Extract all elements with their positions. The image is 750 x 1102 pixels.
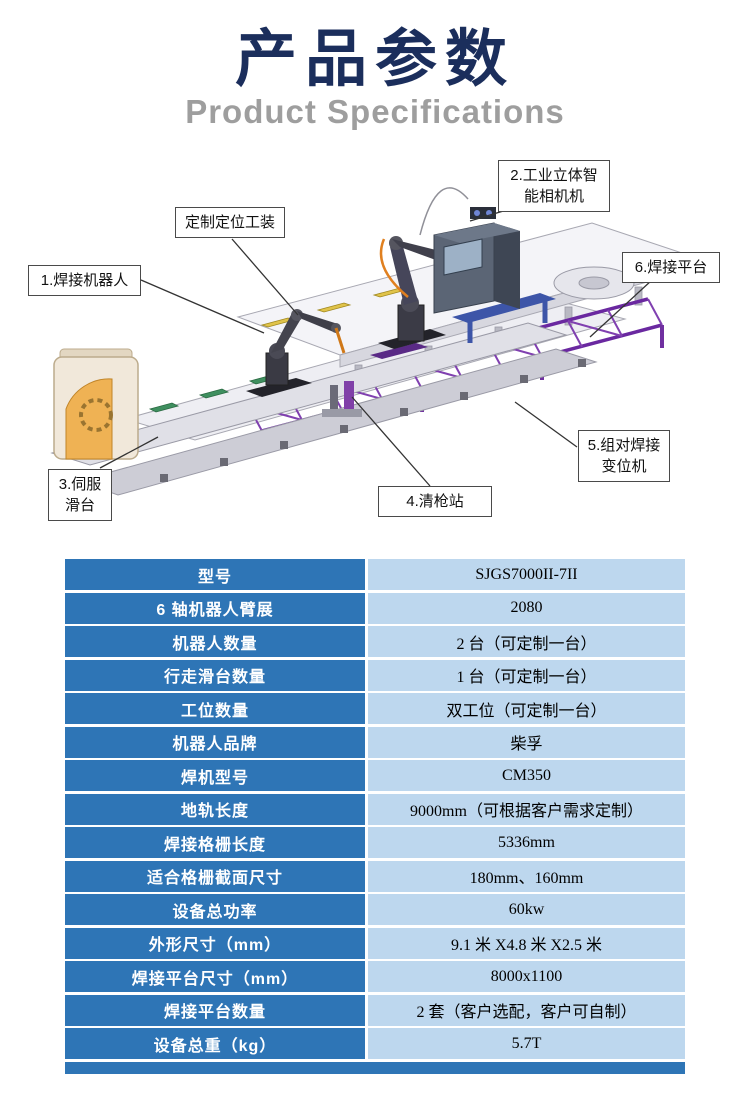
spec-value: 5336mm <box>368 827 685 859</box>
spec-label: 外形尺寸（mm） <box>65 927 365 959</box>
spec-table: 型号 SJGS7000II-7II 6 轴机器人臂展 2080 机器人数量 2 … <box>65 559 685 1060</box>
control-cabinet <box>433 207 520 314</box>
table-row: 6 轴机器人臂展 2080 <box>65 592 685 624</box>
spec-label: 适合格栅截面尺寸 <box>65 860 365 892</box>
spec-value: 2 套（客户选配，客户可自制） <box>368 994 685 1026</box>
callout-positioner: 5.组对焊接变位机 <box>578 430 670 483</box>
spec-label: 焊接平台数量 <box>65 994 365 1026</box>
table-row: 设备总重（kg） 5.7T <box>65 1028 685 1060</box>
camera-gantry <box>452 293 556 344</box>
spec-label: 设备总重（kg） <box>65 1028 365 1060</box>
product-diagram: 定制定位工装 2.工业立体智能相机机 1.焊接机器人 6.焊接平台 5.组对焊接… <box>0 147 750 547</box>
spec-value: 双工位（可定制一台） <box>368 693 685 725</box>
table-row: 地轨长度 9000mm（可根据客户需求定制） <box>65 793 685 825</box>
spec-value: CM350 <box>368 760 685 792</box>
spec-label: 机器人品牌 <box>65 726 365 758</box>
table-row: 焊接格栅长度 5336mm <box>65 827 685 859</box>
spec-value: 5.7T <box>368 1028 685 1060</box>
spec-label: 6 轴机器人臂展 <box>65 592 365 624</box>
footer-bar <box>65 1061 685 1074</box>
spec-label: 设备总功率 <box>65 894 365 926</box>
spec-value: 180mm、160mm <box>368 860 685 892</box>
callout-servo-slide: 3.伺服滑台 <box>48 469 112 522</box>
left-machine-housing <box>53 348 139 460</box>
table-row: 焊机型号 CM350 <box>65 760 685 792</box>
spec-label: 型号 <box>65 559 365 591</box>
page-header: 产品参数 Product Specifications <box>0 0 750 131</box>
spec-value: 柴孚 <box>368 726 685 758</box>
spec-label: 焊接平台尺寸（mm） <box>65 961 365 993</box>
spec-value: 1 台（可定制一台） <box>368 659 685 691</box>
spec-label: 工位数量 <box>65 693 365 725</box>
table-row: 工位数量 双工位（可定制一台） <box>65 693 685 725</box>
table-row: 设备总功率 60kw <box>65 894 685 926</box>
spec-value: 9000mm（可根据客户需求定制） <box>368 793 685 825</box>
page-subtitle: Product Specifications <box>185 93 565 131</box>
machine-illustration <box>50 187 696 500</box>
callout-camera: 2.工业立体智能相机机 <box>498 160 610 213</box>
callout-torch-cleaner: 4.清枪站 <box>378 486 492 518</box>
callout-custom-fixture: 定制定位工装 <box>175 207 285 239</box>
table-row: 型号 SJGS7000II-7II <box>65 559 685 591</box>
table-row: 焊接平台数量 2 套（客户选配，客户可自制） <box>65 994 685 1026</box>
spec-label: 行走滑台数量 <box>65 659 365 691</box>
spec-value: 60kw <box>368 894 685 926</box>
spec-label: 焊接格栅长度 <box>65 827 365 859</box>
table-row: 焊接平台尺寸（mm） 8000x1100 <box>65 961 685 993</box>
table-row: 机器人品牌 柴孚 <box>65 726 685 758</box>
table-row: 机器人数量 2 台（可定制一台） <box>65 626 685 658</box>
spec-label: 地轨长度 <box>65 793 365 825</box>
callout-welding-platform: 6.焊接平台 <box>622 252 720 284</box>
torch-cleaner-station <box>322 381 362 418</box>
spec-value: 8000x1100 <box>368 961 685 993</box>
welding-robot-1 <box>246 309 346 398</box>
table-row: 行走滑台数量 1 台（可定制一台） <box>65 659 685 691</box>
page-title: 产品参数 <box>234 22 515 95</box>
spec-value: 9.1 米 X4.8 米 X2.5 米 <box>368 927 685 959</box>
callout-welding-robot: 1.焊接机器人 <box>28 265 141 297</box>
table-row: 适合格栅截面尺寸 180mm、160mm <box>65 860 685 892</box>
spec-value: 2 台（可定制一台） <box>368 626 685 658</box>
table-row: 外形尺寸（mm） 9.1 米 X4.8 米 X2.5 米 <box>65 927 685 959</box>
spec-label: 焊机型号 <box>65 760 365 792</box>
spec-label: 机器人数量 <box>65 626 365 658</box>
spec-value: SJGS7000II-7II <box>368 559 685 591</box>
spec-value: 2080 <box>368 592 685 624</box>
